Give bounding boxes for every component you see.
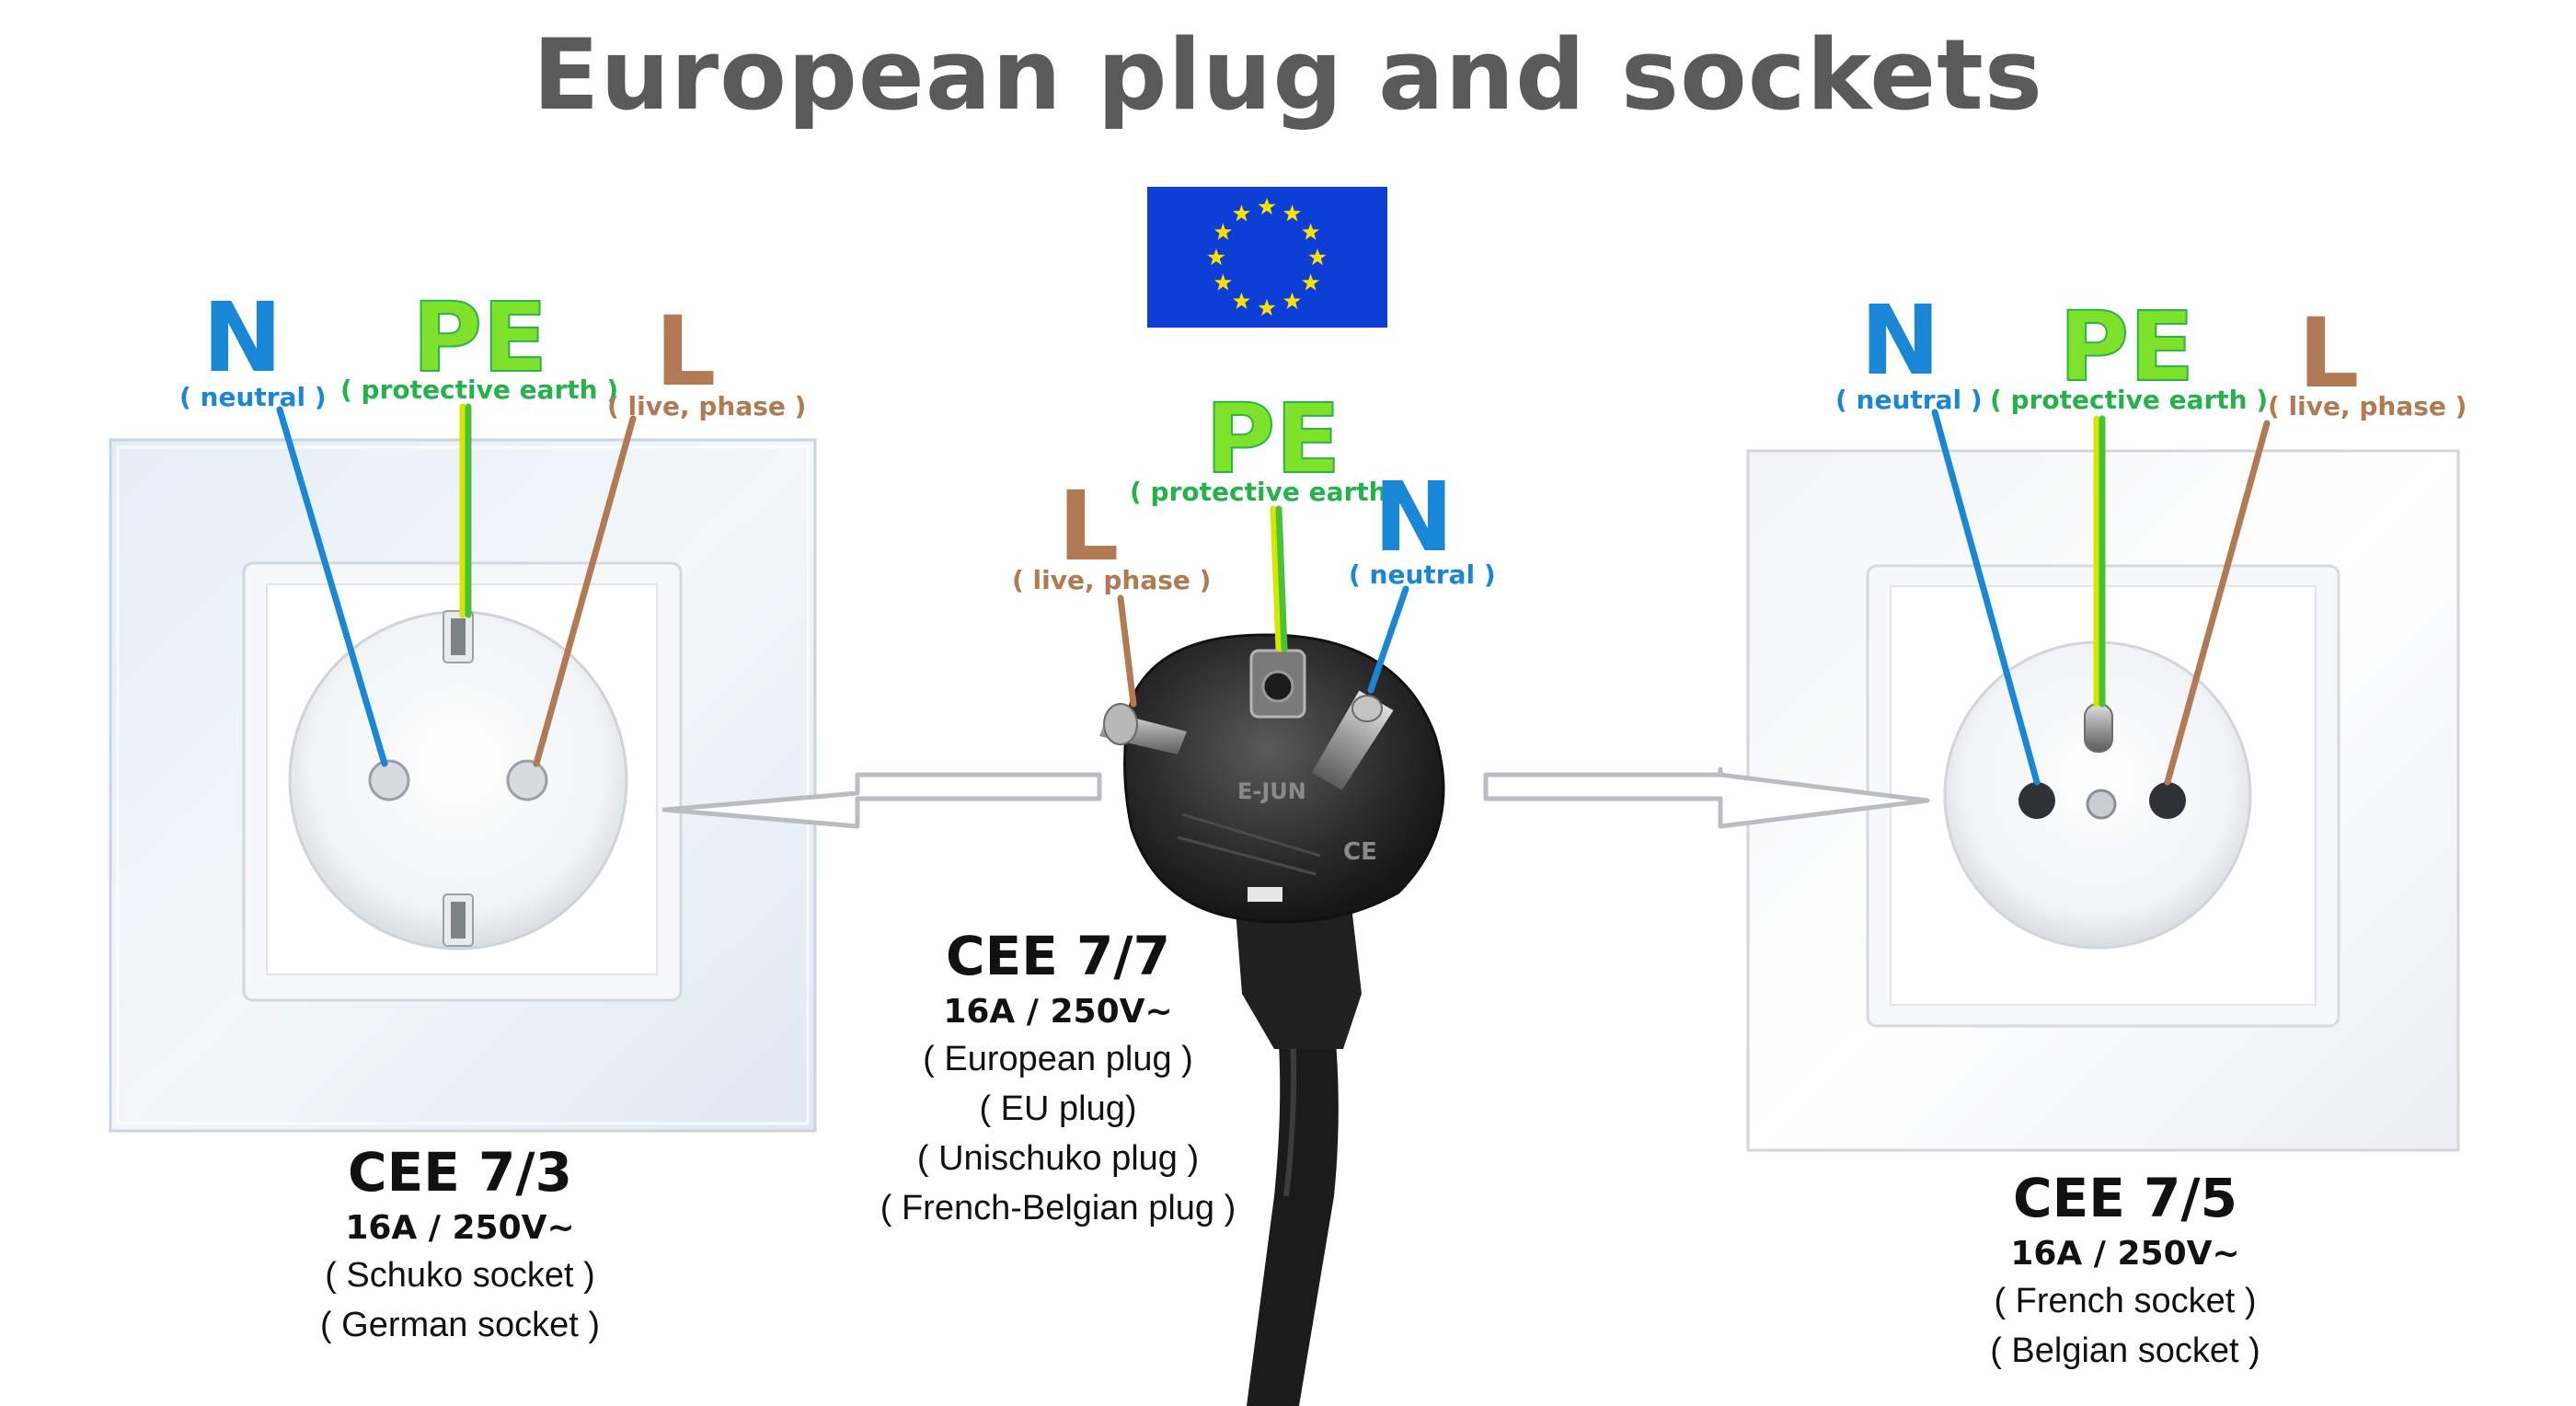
flag-star-icon [1213,273,1232,291]
right-neutral-letter: N [1860,284,1941,397]
plug-desc-4: ( French-Belgian plug ) [880,1188,1236,1227]
left-neutral-desc: ( neutral ) [179,382,327,412]
arrow-plug-to-right-socket [1483,766,1930,829]
right-socket-rating: 16A / 250V~ [2010,1234,2240,1273]
flag-star-icon [1233,204,1250,222]
plug-desc-1: ( European plug ) [923,1039,1193,1078]
plug-neutral-desc: ( neutral ) [1349,559,1496,590]
left-socket-name: CEE 7/3 [348,1141,572,1204]
leader-lines [276,403,2271,786]
right-live-letter: L [2298,297,2360,409]
flag-star-icon [1308,248,1327,266]
right-socket-desc-2: ( Belgian socket ) [1990,1331,2260,1370]
plug-live-desc: ( live, phase ) [1012,565,1212,595]
left-pe-letter: PE [411,282,548,394]
plug-live-letter: L [1058,470,1120,582]
right-pe-desc: ( protective earth ) [1990,385,2269,415]
plug-caption: CEE 7/7 16A / 250V~ ( European plug ) ( … [846,925,1270,1234]
left-live-letter: L [655,295,717,408]
left-pe-desc: ( protective earth ) [340,375,619,405]
flag-star-icon [1207,248,1225,266]
plug-pe-letter: PE [1204,383,1341,495]
plug-desc-2: ( EU plug) [979,1089,1137,1128]
left-live-desc: ( live, phase ) [607,391,807,421]
flag-star-icon [1302,273,1320,291]
eu-flag-icon [1147,187,1387,328]
left-neutral-letter: N [202,282,283,394]
schuko-socket-image [109,438,817,1133]
flag-star-icon [1258,198,1276,215]
flag-star-icon [1258,299,1276,317]
right-live-desc: ( live, phase ) [2268,391,2467,421]
page-title: European plug and sockets [533,18,2043,132]
plug-name: CEE 7/7 [946,925,1170,987]
plug-desc-3: ( Unischuko plug ) [916,1138,1200,1178]
flag-star-icon [1283,292,1301,309]
right-socket-desc-1: ( French socket ) [1994,1281,2257,1320]
left-socket-rating: 16A / 250V~ [345,1208,575,1247]
flag-star-icon [1233,292,1250,309]
plug-pe-desc: ( protective earth ) [1130,477,1409,507]
right-neutral-desc: ( neutral ) [1835,385,1983,415]
plug-brand-mark: E-JUN [1237,778,1306,804]
flag-star-icon [1302,223,1320,240]
arrow-plug-to-left-socket [661,772,1102,829]
right-socket-name: CEE 7/5 [2013,1167,2237,1229]
ce-mark: CE [1343,838,1377,866]
right-pe-letter: PE [2058,291,2195,403]
right-socket-caption: CEE 7/5 16A / 250V~ ( French socket ) ( … [1941,1167,2309,1377]
flag-star-icon [1213,223,1232,240]
left-socket-desc-1: ( Schuko socket ) [325,1255,595,1295]
plug-neutral-letter: N [1374,461,1455,573]
plug-rating: 16A / 250V~ [943,992,1173,1031]
left-socket-desc-2: ( German socket ) [319,1305,601,1344]
eu-plug-image: E-JUN CE [1099,633,1445,1406]
left-socket-caption: CEE 7/3 16A / 250V~ ( Schuko socket ) ( … [276,1141,644,1351]
flag-star-icon [1283,204,1301,222]
